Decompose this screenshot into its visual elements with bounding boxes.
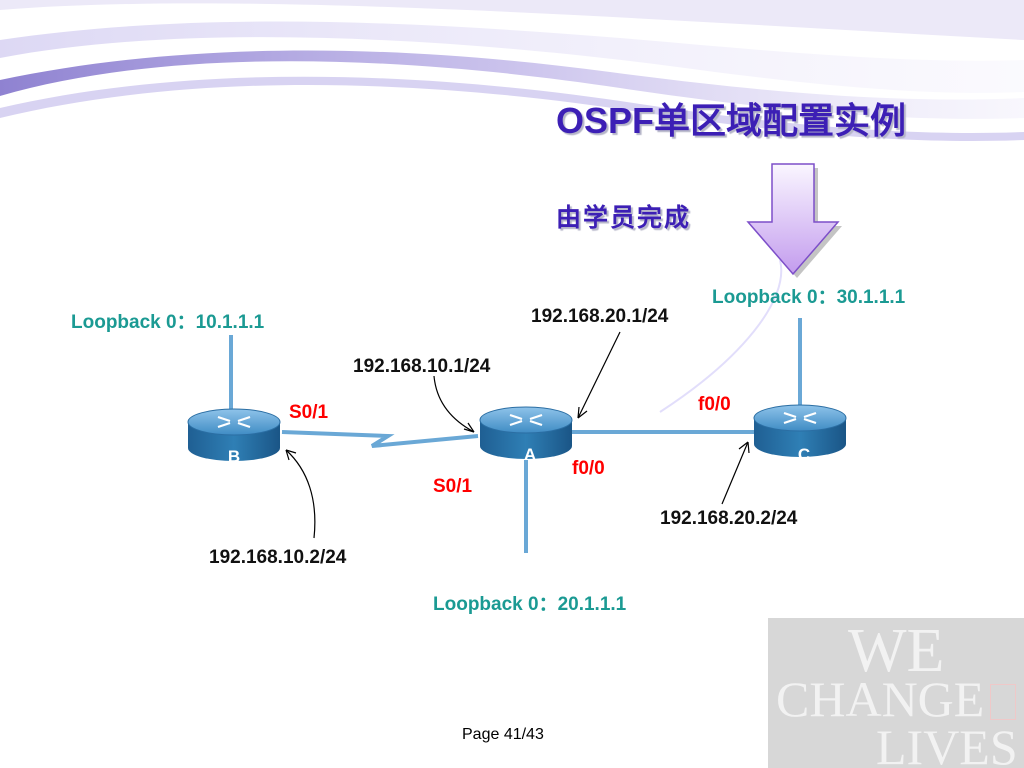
ip-label-a-s01: 192.168.10.1/24 — [353, 356, 491, 377]
interface-label-a-s01: S0/1 — [433, 476, 473, 497]
router-label: B — [228, 447, 240, 466]
loopback-label-b: Loopback 0：10.1.1.1 — [71, 312, 265, 333]
router-icon — [479, 406, 573, 459]
watermark-logo: WE CHANGE LIVES — [768, 618, 1024, 768]
page-number: Page 41/43 — [462, 726, 544, 743]
watermark-line-1: WE — [848, 618, 945, 685]
router-c[interactable]: C — [753, 404, 847, 464]
router-label: C — [798, 445, 810, 464]
page-subtitle: 由学员完成 — [556, 203, 692, 232]
pointer-ip-a-f00 — [577, 331, 621, 419]
pointer-ip-c-f00 — [721, 441, 749, 505]
watermark-line-2: CHANGE — [776, 671, 985, 727]
loopback-label-a: Loopback 0：20.1.1.1 — [433, 594, 627, 615]
pointer-ip-b-s01 — [285, 449, 316, 539]
serial-link-ab — [281, 430, 479, 448]
router-icon — [187, 408, 281, 461]
page-title: OSPF单区域配置实例 — [556, 100, 907, 141]
pointer-ip-a-s01 — [433, 375, 475, 433]
seal-icon — [990, 684, 1016, 720]
interface-label-a-f00: f0/0 — [572, 458, 605, 479]
ip-label-a-f00: 192.168.20.1/24 — [531, 306, 669, 327]
down-arrow-icon — [746, 163, 842, 278]
loopback-label-c: Loopback 0：30.1.1.1 — [712, 287, 906, 308]
router-a[interactable]: A — [479, 406, 573, 464]
router-icon — [753, 404, 847, 457]
router-b[interactable]: B — [187, 408, 281, 466]
watermark-line-3: LIVES — [876, 719, 1018, 768]
ip-label-c-f00: 192.168.20.2/24 — [660, 508, 798, 529]
ip-label-b-s01: 192.168.10.2/24 — [209, 547, 347, 568]
interface-label-b-s01: S0/1 — [289, 402, 329, 423]
router-label: A — [524, 445, 536, 464]
interface-label-c-f00: f0/0 — [698, 394, 731, 415]
